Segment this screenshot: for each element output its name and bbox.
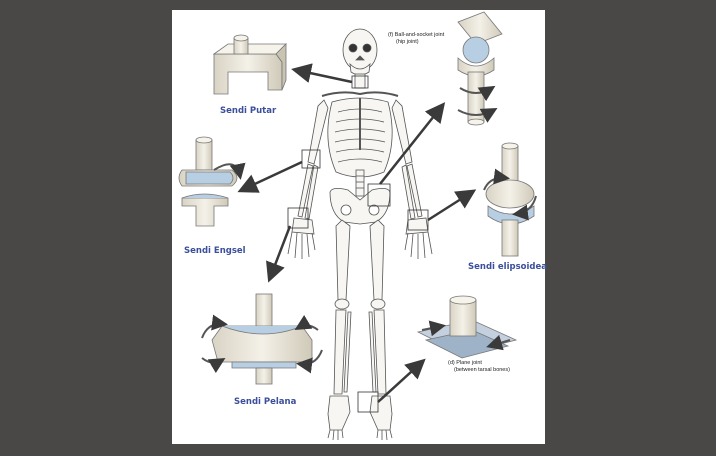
diagram-panel: Sendi Putar Sendi Engsel Sendi Pelana Se… xyxy=(172,10,547,444)
plane-joint-illustration xyxy=(416,295,518,359)
label-plane-joint: (d) Plane joint (between tarsal bones) xyxy=(448,360,510,374)
pivot-joint-illustration xyxy=(212,34,287,95)
ellipsoid-joint-illustration xyxy=(483,142,537,257)
label-hinge-joint: Sendi Engsel xyxy=(184,246,246,256)
plane-line1: (d) Plane joint xyxy=(448,360,482,366)
pointer-arrows xyxy=(237,63,477,403)
plane-line2: (between tarsal bones) xyxy=(454,367,510,373)
ball-socket-line1: (f) Ball-and-socket joint xyxy=(388,32,445,38)
saddle-joint-illustration xyxy=(201,293,323,385)
joint-diagram-art xyxy=(178,11,537,441)
skeleton xyxy=(287,28,433,441)
ball-socket-line2: (hip joint) xyxy=(396,39,419,45)
hinge-joint-illustration xyxy=(178,136,246,227)
ball-socket-joint-illustration xyxy=(457,11,503,126)
label-ellipsoid-joint: Sendi elipsoidea xyxy=(468,262,547,272)
label-ball-socket-joint: (f) Ball-and-socket joint (hip joint) xyxy=(388,32,444,46)
label-saddle-joint: Sendi Pelana xyxy=(234,397,297,407)
label-pivot-joint: Sendi Putar xyxy=(220,106,277,116)
